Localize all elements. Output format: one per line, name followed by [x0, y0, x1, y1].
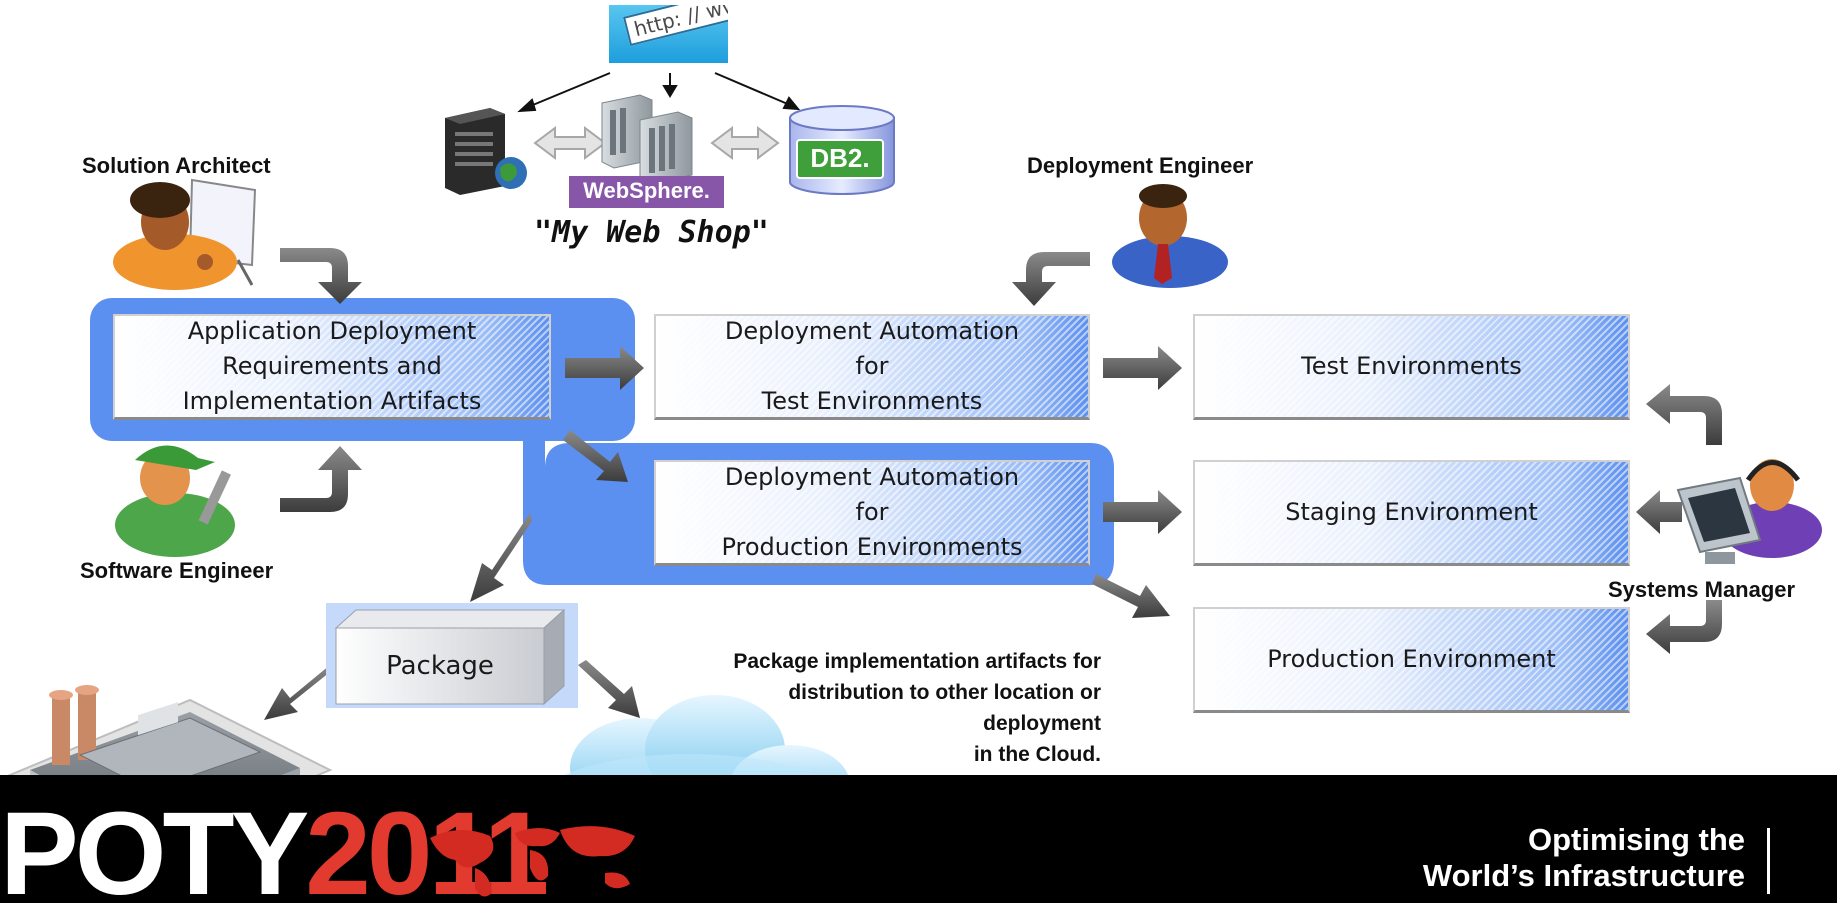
browser-url-text: http: // www: [623, 5, 728, 47]
staging-environment-label: Staging Environment: [1285, 498, 1538, 526]
footer-tagline-divider: [1767, 828, 1770, 894]
test-automation-line-2: for: [855, 352, 889, 380]
package-note: Package implementation artifacts for dis…: [640, 646, 1101, 770]
arrow-production-automation-to-production-env: [1092, 574, 1170, 618]
websphere-label: WebSphere.: [583, 178, 710, 203]
application-requirements-line-3: Implementation Artifacts: [182, 387, 482, 415]
production-environment-label: Production Environment: [1267, 645, 1556, 673]
poty-logo-year: 2011: [305, 788, 549, 920]
test-environments-label: Test Environments: [1301, 352, 1522, 380]
arrow-package-to-data-center: [264, 665, 330, 720]
production-automation-line-2: for: [855, 498, 889, 526]
package-note-line-2: distribution to other location or: [788, 681, 1101, 704]
deployment-engineer-label: Deployment Engineer: [1027, 153, 1254, 178]
server-link-arrow-left: [533, 126, 607, 160]
package-note-line-4: in the Cloud.: [973, 743, 1101, 766]
package-box-shape: [326, 603, 578, 708]
solution-architect-icon: [113, 178, 257, 290]
db2-label: DB2.: [810, 143, 870, 173]
arrow-production-automation-to-staging: [1103, 490, 1182, 534]
db2-database-icon: [789, 105, 895, 195]
staging-environment-box: Staging Environment: [1193, 460, 1630, 566]
test-environments-box: Test Environments: [1193, 314, 1630, 420]
arrow-manager-to-staging-env: [1636, 490, 1682, 534]
browser-url-icon: http: // www: [609, 5, 728, 63]
arrow-manager-to-production-env: [1646, 600, 1722, 654]
server-link-arrow-right: [710, 126, 780, 160]
production-automation-box: Deployment Automation for Production Env…: [654, 460, 1090, 566]
production-environment-box: Production Environment: [1193, 607, 1630, 713]
arrow-package-to-cloud: [578, 660, 640, 718]
test-automation-line-1: Deployment Automation: [724, 317, 1020, 345]
arrow-architect-to-requirements: [280, 248, 362, 304]
poty-logo-text: POTY: [0, 788, 309, 920]
arrow-deployment-engineer-to-test-automation: [1012, 252, 1090, 306]
footer-tagline-line-1: Optimising the: [1528, 822, 1745, 857]
deployment-engineer-icon: [1112, 184, 1228, 288]
web-shop-title: "My Web Shop": [534, 215, 769, 250]
package-note-line-1: Package implementation artifacts for: [733, 650, 1101, 673]
arrow-test-automation-to-test-env: [1103, 346, 1182, 390]
test-automation-box: Deployment Automation for Test Environme…: [654, 314, 1090, 420]
package-note-line-3: deployment: [983, 712, 1101, 735]
websphere-server-icon: [569, 94, 724, 208]
package-label: Package: [386, 651, 494, 681]
footer-band: [0, 775, 1837, 903]
web-server-icon: [445, 108, 527, 195]
application-requirements-box: Application Deployment Requirements and …: [113, 314, 551, 420]
footer-tagline-line-2: World’s Infrastructure: [1422, 858, 1745, 893]
software-engineer-label: Software Engineer: [80, 558, 274, 583]
arrow-requirements-to-test-automation: [565, 346, 644, 390]
arrow-production-automation-to-package: [470, 513, 532, 602]
systems-manager-icon: [1676, 459, 1822, 564]
software-engineer-icon: [115, 445, 235, 557]
solution-architect-label: Solution Architect: [82, 153, 271, 178]
systems-manager-label: Systems Manager: [1608, 577, 1796, 602]
test-automation-line-3: Test Environments: [761, 387, 983, 415]
footer-tagline: Optimising the World’s Infrastructure: [1423, 822, 1745, 894]
poty-logo: POTY2011: [0, 795, 549, 913]
url-distribution-arrows: [517, 72, 801, 113]
production-automation-line-3: Production Environments: [721, 533, 1023, 561]
world-map-icon: [430, 826, 635, 897]
application-requirements-line-1: Application Deployment: [187, 317, 477, 345]
application-requirements-line-2: Requirements and: [222, 352, 442, 380]
arrow-software-engineer-to-requirements: [280, 446, 362, 512]
production-automation-line-1: Deployment Automation: [724, 463, 1020, 491]
arrow-requirements-to-production-automation: [563, 430, 628, 482]
arrow-manager-to-test-env: [1646, 384, 1722, 445]
